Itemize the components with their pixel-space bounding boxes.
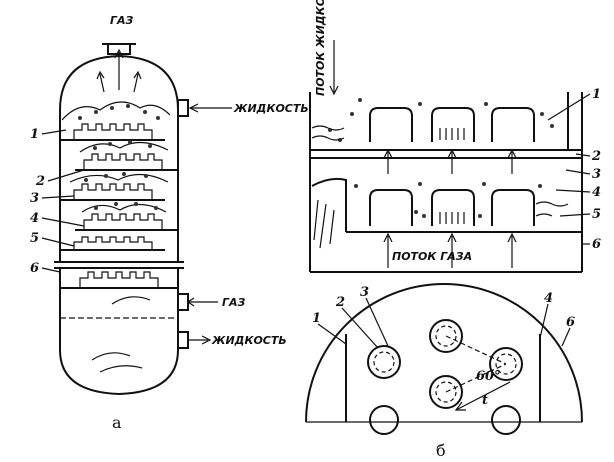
num-5: 5 bbox=[30, 231, 39, 246]
caption-b: б bbox=[436, 441, 446, 460]
gas-flow-label: ПОТОК ГАЗА bbox=[392, 250, 472, 263]
gas-inlet-label: ГАЗ bbox=[222, 296, 246, 309]
b-num-4: 4 bbox=[592, 185, 601, 200]
b-num-1: 1 bbox=[592, 87, 601, 102]
column-a: ЖИДКОСТЬ ГАЗ ЖИДКОСТЬ ГАЗ 1 2 3 4 5 6 bbox=[30, 14, 309, 432]
foam-b bbox=[328, 98, 554, 218]
plan-caps bbox=[367, 319, 523, 435]
plan-num-4: 4 bbox=[544, 291, 553, 306]
num-6: 6 bbox=[30, 261, 39, 276]
gas-outlet-label: ГАЗ bbox=[110, 14, 134, 27]
angle-label: 60° bbox=[476, 369, 501, 384]
num-4: 4 bbox=[30, 211, 39, 226]
trays bbox=[59, 101, 178, 289]
tray-plan-b: 60° t 1 2 3 4 6 б bbox=[305, 283, 583, 460]
b-num-3: 3 bbox=[592, 167, 601, 182]
foam bbox=[78, 104, 160, 210]
plan-arc bbox=[305, 283, 583, 423]
gas-arrows-top bbox=[96, 48, 142, 93]
b-num-2: 2 bbox=[591, 149, 601, 164]
liquid-outlet-label: ЖИДКОСТЬ bbox=[211, 334, 287, 347]
liquid-inlet-label: ЖИДКОСТЬ bbox=[233, 102, 309, 115]
b-num-5: 5 bbox=[592, 207, 601, 222]
plan-num-2: 2 bbox=[335, 295, 345, 310]
num-1: 1 bbox=[30, 127, 39, 142]
b-num-6: 6 bbox=[592, 237, 601, 252]
liquid-flow-label: ПОТОК ЖИДКОСТИ bbox=[314, 0, 327, 96]
caption-a: а bbox=[112, 413, 122, 432]
bottom-dome bbox=[59, 349, 179, 396]
tray-section-b: ПОТОК ЖИДКОСТИ ПОТОК ГАЗА 1 2 3 4 5 6 bbox=[309, 0, 601, 273]
plan-num-1: 1 bbox=[312, 311, 321, 326]
plan-num-3: 3 bbox=[360, 285, 369, 300]
pitch-label: t bbox=[482, 393, 488, 408]
num-2: 2 bbox=[35, 174, 45, 189]
num-3: 3 bbox=[30, 191, 39, 206]
plan-num-6: 6 bbox=[566, 315, 575, 330]
